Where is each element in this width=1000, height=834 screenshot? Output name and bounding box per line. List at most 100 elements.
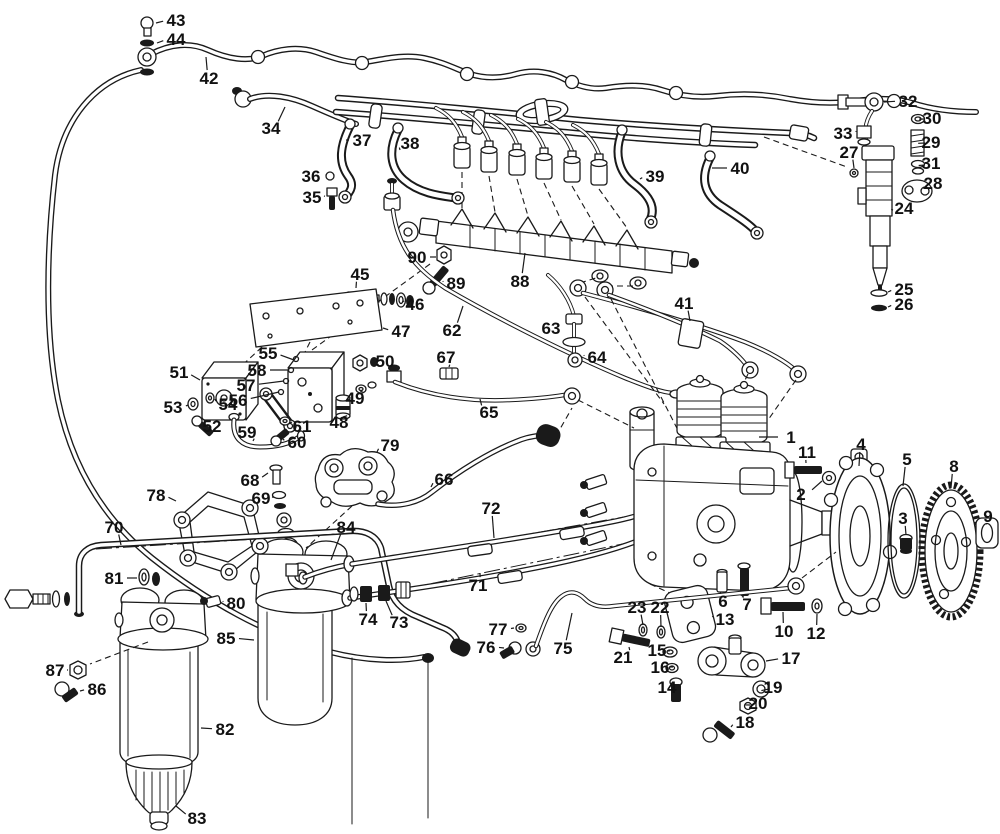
pipe-inner xyxy=(702,155,759,235)
callout-23: 23 xyxy=(628,598,647,617)
pipe-inner xyxy=(77,529,460,646)
callout-35: 35 xyxy=(303,188,322,207)
leader-line-43 xyxy=(155,20,164,24)
callout-55: 55 xyxy=(259,344,278,363)
callout-51: 51 xyxy=(170,363,189,382)
pipe-outline xyxy=(544,120,574,153)
leader-line-76 xyxy=(498,646,505,649)
callout-81: 81 xyxy=(105,569,124,588)
link-17 xyxy=(697,634,766,678)
leader-line-75 xyxy=(565,612,573,641)
filter-bracket-78 xyxy=(173,491,269,581)
washers-15-16-bolt-14 xyxy=(662,646,683,702)
pipe-inner xyxy=(434,106,464,139)
leader-line-3 xyxy=(904,525,907,536)
callout-9: 9 xyxy=(983,507,992,526)
fuel-injector xyxy=(763,92,933,312)
callout-28: 28 xyxy=(924,174,943,193)
leader-line-44 xyxy=(156,40,164,44)
washer-77 xyxy=(515,623,527,633)
callout-82: 82 xyxy=(216,720,235,739)
bracket-13 xyxy=(663,584,717,644)
leader-line-2 xyxy=(811,480,823,491)
leader-line-61 xyxy=(289,421,293,424)
callout-1: 1 xyxy=(786,428,795,447)
callout-74: 74 xyxy=(359,610,378,629)
cover-79 xyxy=(305,448,395,549)
callout-73: 73 xyxy=(390,613,409,632)
washers-53-54 xyxy=(187,392,215,411)
pipe-loop xyxy=(515,98,569,126)
clamp-fork-28 xyxy=(901,179,933,203)
seal-27 xyxy=(849,168,859,178)
filter-cup-83 xyxy=(125,754,193,831)
callout-2: 2 xyxy=(796,485,805,504)
callout-33: 33 xyxy=(834,124,853,143)
t-fitting-63-64 xyxy=(546,273,586,368)
callout-29: 29 xyxy=(922,133,941,152)
crossing-pipes-41 xyxy=(569,276,807,443)
callout-76: 76 xyxy=(477,638,496,657)
callout-79: 79 xyxy=(381,436,400,455)
leader-line-85 xyxy=(238,637,255,641)
pipe-inner xyxy=(232,418,301,449)
callout-18: 18 xyxy=(736,713,755,732)
pipe-65 xyxy=(386,364,581,405)
callout-83: 83 xyxy=(188,809,207,828)
pipe-inner xyxy=(391,208,674,395)
leader-line-70 xyxy=(118,534,122,546)
callout-58: 58 xyxy=(248,361,267,380)
callout-48: 48 xyxy=(330,413,349,432)
callout-71: 71 xyxy=(469,576,488,595)
callout-16: 16 xyxy=(651,658,670,677)
callout-4: 4 xyxy=(856,435,866,454)
callout-52: 52 xyxy=(203,417,222,436)
washers-81 xyxy=(138,568,160,586)
pipe-spacers-73-74 xyxy=(349,581,411,602)
callout-77: 77 xyxy=(489,620,508,639)
leader-line-72 xyxy=(491,515,495,539)
callout-57: 57 xyxy=(237,376,256,395)
pump-dome-right xyxy=(720,380,768,446)
studs-55-58 xyxy=(277,355,300,396)
pipe-inner xyxy=(516,117,546,150)
callout-39: 39 xyxy=(646,167,665,186)
callout-70: 70 xyxy=(105,518,124,537)
pipe-inner xyxy=(581,291,797,372)
leader-line-66 xyxy=(430,482,434,488)
leader-line-78 xyxy=(168,496,177,502)
leader-line-53 xyxy=(185,404,189,407)
callout-75: 75 xyxy=(554,639,573,658)
solenoid-block-2 xyxy=(277,351,345,423)
callout-31: 31 xyxy=(922,154,941,173)
callout-61: 61 xyxy=(293,417,312,436)
callout-5: 5 xyxy=(902,450,911,469)
leader-line-34 xyxy=(277,106,286,122)
callout-50: 50 xyxy=(376,352,395,371)
leader-line-83 xyxy=(175,805,187,815)
leader-line-82 xyxy=(200,727,213,730)
drive-gear-8 xyxy=(918,481,984,621)
callout-37: 37 xyxy=(353,131,372,150)
pipe-inner xyxy=(546,273,576,318)
leader-line-59 xyxy=(252,438,255,442)
pipe-inner xyxy=(571,123,601,156)
leader-line-57 xyxy=(258,380,285,385)
leader-line-73 xyxy=(385,600,393,616)
callout-69: 69 xyxy=(252,489,271,508)
pipes-71-72-84 xyxy=(95,510,647,607)
leader-line-41 xyxy=(687,310,691,322)
washer-25 xyxy=(870,289,888,297)
bolt-52 xyxy=(191,415,214,437)
callout-67: 67 xyxy=(437,348,456,367)
callout-78: 78 xyxy=(147,486,166,505)
pipe-outline xyxy=(375,433,539,508)
fuel-injection-pump xyxy=(577,374,847,596)
pipe-75 xyxy=(499,551,837,659)
callout-80: 80 xyxy=(227,594,246,613)
leader-line-5 xyxy=(902,466,906,487)
nut-50 xyxy=(352,354,378,372)
leader-line-25 xyxy=(887,289,892,293)
washers-44 xyxy=(137,39,157,76)
